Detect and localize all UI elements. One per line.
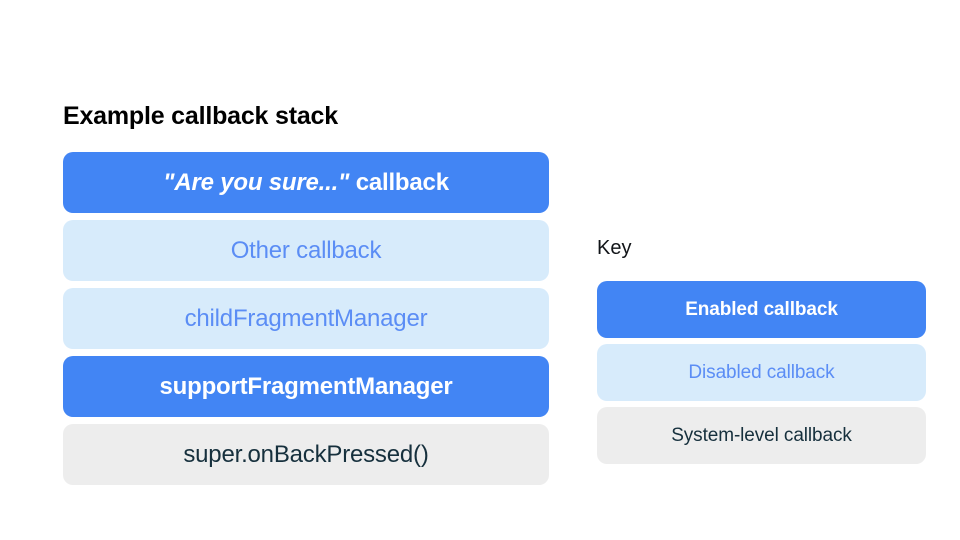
stack-row-are-you-sure-callback[interactable]: "Are you sure..." callback <box>63 152 549 213</box>
stack-row-label: childFragmentManager <box>184 304 428 332</box>
stack-row-label: "Are you sure..." callback <box>163 169 449 197</box>
page-title: Example callback stack <box>63 102 338 130</box>
stack-row-label-quoted: "Are you sure..." <box>163 168 350 196</box>
key-title: Key <box>597 237 632 259</box>
stack-row-label: super.onBackPressed() <box>183 440 429 468</box>
stack-row-super-onbackpressed[interactable]: super.onBackPressed() <box>63 424 549 485</box>
key-item-label: System-level callback <box>671 425 852 446</box>
key-item-label: Enabled callback <box>685 299 838 320</box>
key-item-disabled-callback[interactable]: Disabled callback <box>597 344 926 401</box>
stack-row-supportfragmentmanager[interactable]: supportFragmentManager <box>63 356 549 417</box>
callback-stack-section: Example callback stack "Are you sure..."… <box>63 101 549 485</box>
stack-row-other-callback[interactable]: Other callback <box>63 220 549 281</box>
stack-row-label: supportFragmentManager <box>159 372 453 400</box>
stack-row-label-plain: callback <box>349 168 449 196</box>
key-item-label: Disabled callback <box>688 362 835 383</box>
stack-row-label: Other callback <box>230 236 382 264</box>
key-item-enabled-callback[interactable]: Enabled callback <box>597 281 926 338</box>
key-section: Key Enabled callback Disabled callback S… <box>597 236 926 464</box>
key-item-system-level-callback[interactable]: System-level callback <box>597 407 926 464</box>
key-list: Enabled callback Disabled callback Syste… <box>597 281 926 464</box>
callback-stack-list: "Are you sure..." callback Other callbac… <box>63 152 549 485</box>
stack-row-childfragmentmanager[interactable]: childFragmentManager <box>63 288 549 349</box>
